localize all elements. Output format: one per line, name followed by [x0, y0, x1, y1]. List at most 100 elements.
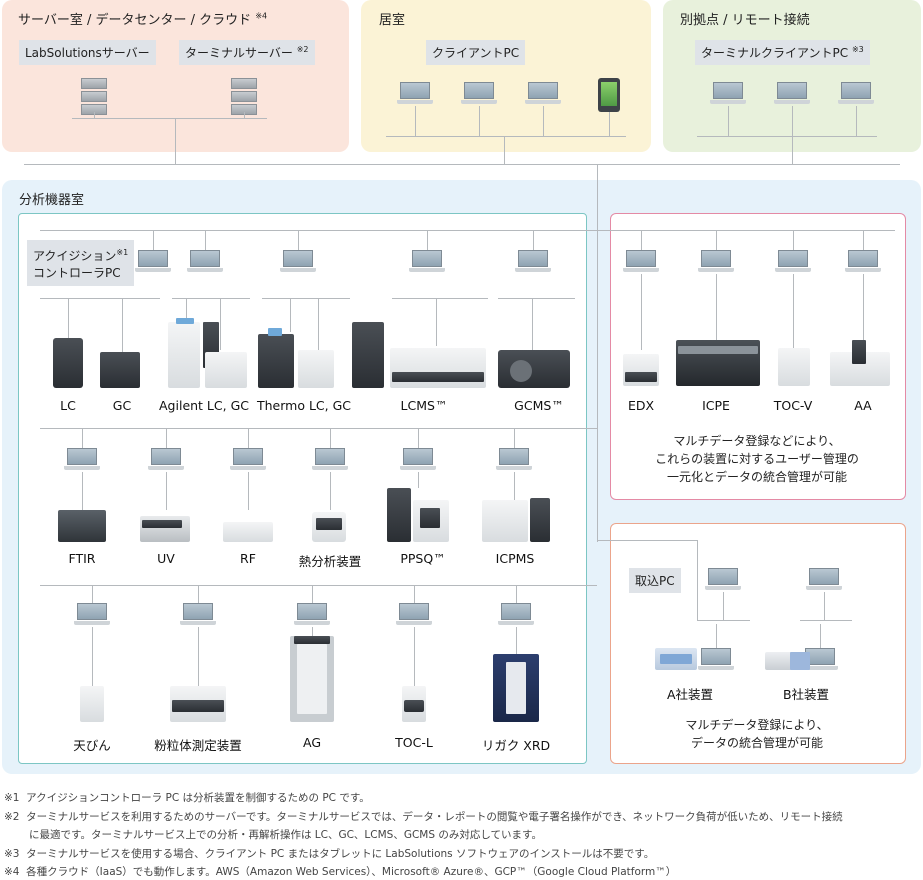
instrument-icon: [387, 488, 411, 542]
pc-icon: [496, 448, 532, 472]
instrument-icon: [420, 508, 440, 528]
instrument-icon: [142, 520, 182, 528]
labsolutions-server-tag: LabSolutionsサーバー: [19, 40, 156, 65]
pc-icon: [312, 448, 348, 472]
instrument-label-thermo: Thermo LC, GC: [256, 398, 352, 413]
pc-icon: [230, 448, 266, 472]
instrument-icon: [316, 518, 342, 530]
instrument-label-edx: EDX: [627, 398, 655, 413]
laptop-icon: [461, 82, 497, 106]
pc-icon: [294, 603, 330, 627]
import-pc-tag: 取込PC: [629, 568, 681, 593]
instrument-label-uv: UV: [157, 551, 175, 566]
laptop-icon: [838, 82, 874, 106]
instrument-icon: [482, 500, 528, 542]
instrument-icon: [297, 644, 327, 714]
instrument-icon: [176, 318, 194, 324]
instrument-label-lc: LC: [60, 398, 76, 413]
network-backbone: [24, 164, 900, 165]
pc-icon: [74, 603, 110, 627]
instrument-icon: [168, 322, 200, 388]
instrument-label-tocl: TOC-L: [395, 735, 433, 750]
pc-icon: [806, 568, 842, 592]
instrument-label-gcms: GCMS™: [514, 398, 564, 413]
instrument-icon: [390, 348, 486, 388]
instrument-icon: [510, 360, 532, 382]
instrument-icon: [790, 652, 810, 670]
footnote-3: ※3 ターミナルサービスを使用する場合、クライアント PC またはタブレットに …: [4, 848, 655, 860]
client-pc-tag: クライアントPC: [426, 40, 526, 65]
pc-icon: [623, 250, 659, 274]
instrument-icon: [294, 636, 330, 644]
instrument-icon: [223, 522, 273, 542]
pc-icon: [515, 250, 551, 274]
pc-icon: [148, 448, 184, 472]
instrument-label-powder: 粉粒体測定装置: [154, 738, 242, 753]
instrument-label-vendor-a: A社装置: [666, 687, 714, 702]
instrument-label-thermal: 熱分析装置: [298, 554, 362, 569]
pc-icon: [64, 448, 100, 472]
server-icon: [231, 78, 257, 115]
pc-icon: [280, 250, 316, 274]
pc-icon: [135, 250, 171, 274]
instrument-icon: [498, 350, 570, 388]
multi-data-caption: マルチデータ登録などにより、 これらの装置に対するユーザー管理の 一元化とデータ…: [655, 434, 859, 484]
remote-title: 別拠点 / リモート接続: [680, 13, 810, 28]
instrument-icon: [172, 700, 224, 712]
instrument-icon: [660, 654, 692, 664]
office-title: 居室: [379, 13, 406, 28]
pc-icon: [396, 603, 432, 627]
footnote-4: ※4 各種クラウド（IaaS）でも動作します。AWS（Amazon Web Se…: [4, 866, 677, 878]
instrument-icon: [392, 372, 484, 382]
laptop-icon: [397, 82, 433, 106]
pc-icon: [180, 603, 216, 627]
instrument-icon: [100, 352, 140, 388]
server-icon: [81, 78, 107, 115]
instrument-label-aa: AA: [854, 398, 872, 413]
instrument-icon: [506, 662, 526, 714]
pc-icon: [409, 250, 445, 274]
pc-icon: [400, 448, 436, 472]
pc-icon: [775, 250, 811, 274]
instrument-icon: [352, 322, 384, 388]
pc-icon: [698, 648, 734, 672]
instrument-icon: [53, 338, 83, 388]
instrument-icon: [530, 498, 550, 542]
instrument-label-gc: GC: [112, 398, 132, 413]
instrument-icon: [778, 348, 810, 386]
instrument-icon: [625, 372, 657, 382]
instrument-icon: [205, 352, 247, 388]
instrument-label-agilent: Agilent LC, GC: [159, 398, 249, 413]
lab-room-title: 分析機器室: [19, 193, 85, 208]
pc-icon: [187, 250, 223, 274]
office-zone: [361, 0, 651, 152]
instrument-label-rf: RF: [240, 551, 256, 566]
pc-icon: [498, 603, 534, 627]
instrument-label-vendor-b: B社装置: [782, 687, 830, 702]
instrument-icon: [80, 686, 104, 722]
acquisition-controller-pc-tag: アクイジション※1 コントローラPC: [27, 240, 135, 286]
pc-icon: [705, 568, 741, 592]
instrument-label-balance: 天びん: [73, 738, 111, 753]
instrument-icon: [298, 350, 334, 388]
instrument-icon: [268, 328, 282, 336]
footnote-1: ※1 アクイジションコントローラ PC は分析装置を制御するための PC です。: [4, 792, 370, 804]
footnote-2: ※2 ターミナルサービスを利用するためのサーバーです。ターミナルサービスでは、デ…: [4, 811, 843, 823]
instrument-label-xrd: リガク XRD: [481, 738, 551, 753]
instrument-icon: [678, 346, 758, 354]
import-pc-section: [610, 523, 906, 764]
server-room-title: サーバー室 / データセンター / クラウド ※4: [18, 11, 268, 28]
instrument-label-icpe: ICPE: [702, 398, 730, 413]
laptop-icon: [525, 82, 561, 106]
pc-icon: [698, 250, 734, 274]
instrument-label-ftir: FTIR: [68, 551, 96, 566]
instrument-label-ppsq: PPSQ™: [400, 551, 446, 566]
laptop-icon: [710, 82, 746, 106]
instrument-icon: [258, 334, 294, 388]
pc-icon: [845, 250, 881, 274]
tablet-icon: [598, 78, 620, 112]
laptop-icon: [774, 82, 810, 106]
instrument-icon: [58, 510, 106, 542]
instrument-label-icpms: ICPMS: [495, 551, 535, 566]
instrument-label-ag: AG: [302, 735, 322, 750]
